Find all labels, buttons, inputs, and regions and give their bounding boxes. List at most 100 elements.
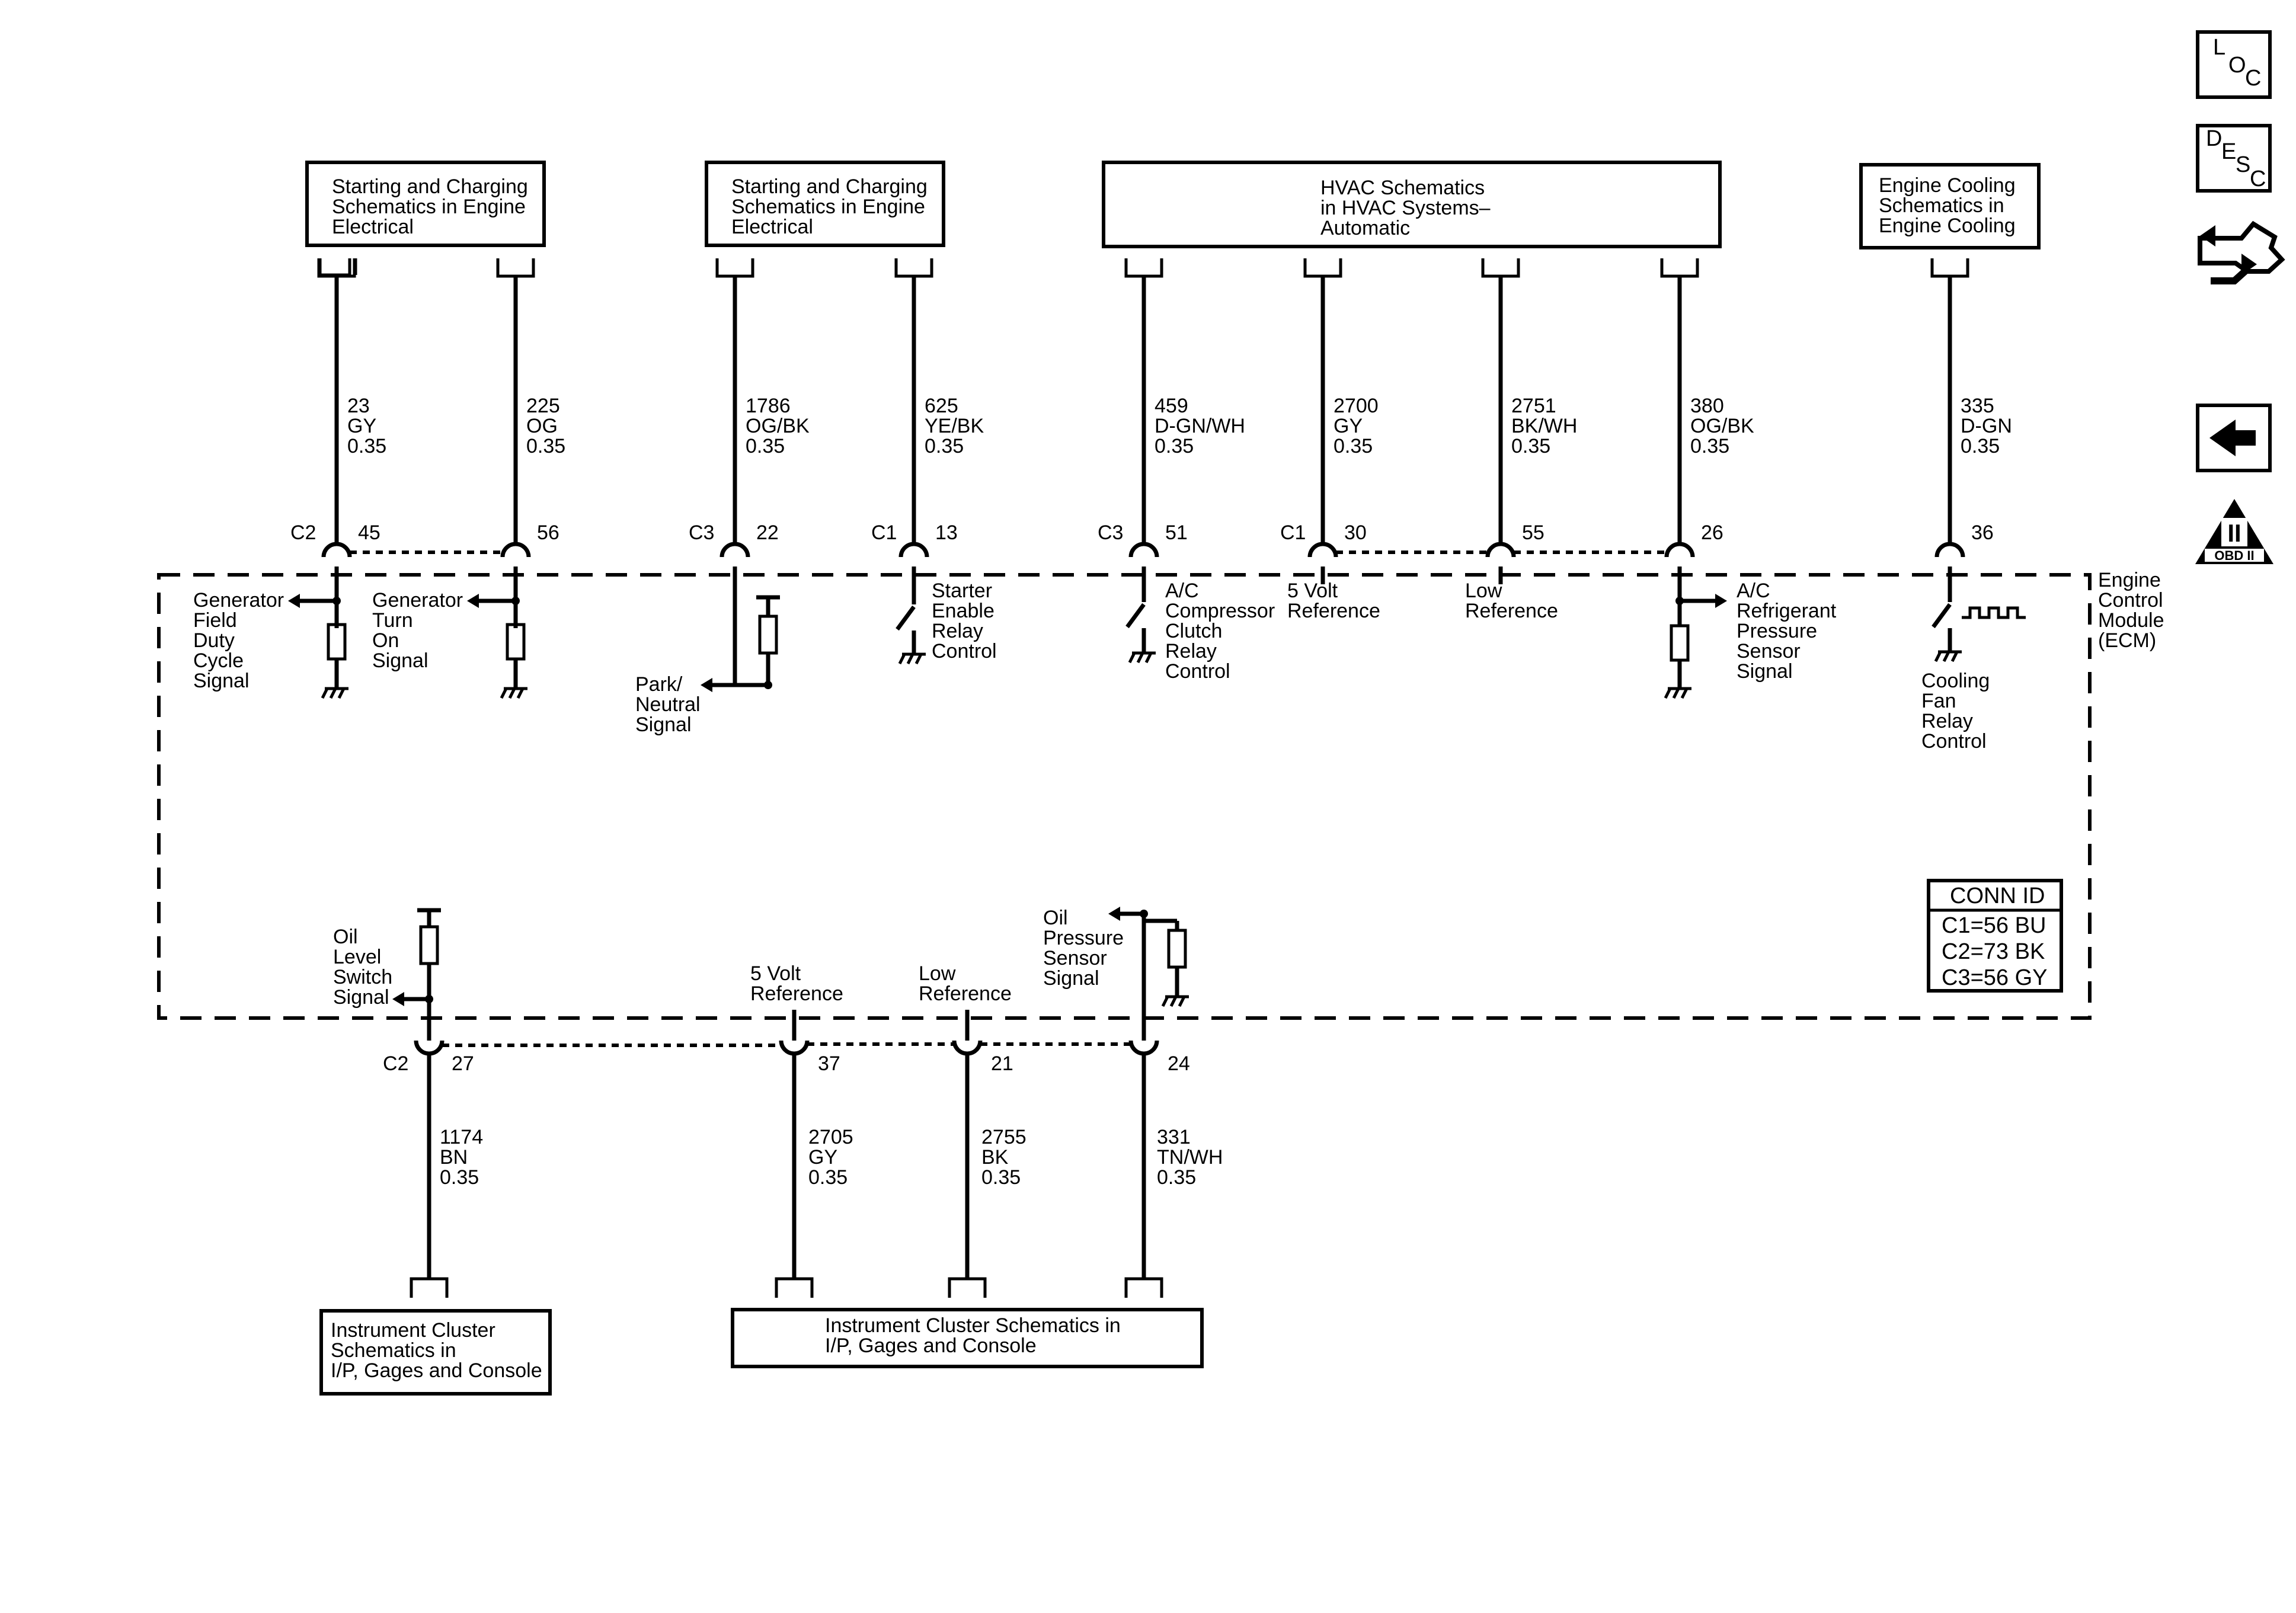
circuit-cooling-fan-relay: Cooling Fan Relay Control [1921,567,2026,753]
svg-text:625: 625 [925,395,958,417]
svg-text:Cooling: Cooling [1921,670,1990,692]
svg-text:55: 55 [1522,521,1544,544]
box-starting-charging-2[interactable]: Starting and Charging Schematics in Engi… [705,161,945,247]
svg-text:26: 26 [1701,521,1723,544]
svg-text:1174: 1174 [440,1126,483,1148]
svg-text:Clutch: Clutch [1165,620,1222,642]
svg-text:C3: C3 [1098,521,1123,544]
svg-text:0.35: 0.35 [1511,435,1550,457]
svg-text:2705: 2705 [808,1126,853,1148]
obd-ii-icon[interactable]: II OBD II [2195,499,2273,564]
svg-text:Signal: Signal [1043,967,1099,990]
svg-text:C1=56 BU: C1=56 BU [1942,913,2046,938]
circuit-ac-compressor-relay: A/C Compressor Clutch Relay Control [1125,567,1275,683]
svg-text:21: 21 [991,1052,1013,1075]
svg-text:51: 51 [1165,521,1188,544]
box-line: Instrument Cluster Schematics in [825,1314,1121,1337]
svg-text:Signal: Signal [372,649,428,672]
box-engine-cooling[interactable]: Engine Cooling Schematics in Engine Cool… [1859,163,2041,249]
desc-icon[interactable]: D E S C [2196,124,2272,193]
svg-text:459: 459 [1155,395,1188,417]
svg-text:56: 56 [537,521,559,544]
svg-text:Sensor: Sensor [1043,947,1107,969]
svg-text:Signal: Signal [333,986,389,1009]
wire-label-380: 380 OG/BK 0.35 [1690,395,1754,457]
svg-text:Sensor: Sensor [1737,640,1801,663]
svg-text:Level: Level [333,946,381,968]
svg-text:2700: 2700 [1334,395,1379,417]
svg-text:Oil: Oil [1043,907,1068,929]
bottom-wires [427,1055,1146,1279]
svg-text:0.35: 0.35 [1334,435,1373,457]
ecm-module-boundary [157,573,2092,1020]
svg-text:Fan: Fan [1921,690,1956,712]
wire-label-2755: 2755 BK 0.35 [981,1126,1027,1189]
svg-text:(ECM): (ECM) [2098,629,2156,652]
box-line: Starting and Charging [731,175,928,198]
svg-text:OG/BK: OG/BK [746,415,810,437]
svg-text:45: 45 [358,521,380,544]
svg-text:GY: GY [808,1146,837,1169]
back-arrow-icon[interactable] [2196,404,2272,472]
circuit-oil-pressure-sensor: Oil Pressure Sensor Signal [1043,907,1189,1041]
svg-text:A/C: A/C [1165,580,1199,602]
svg-text:Reference: Reference [1465,600,1558,622]
bottom-connector-labels: C2 27 37 21 24 [383,1052,1190,1075]
svg-text:C1: C1 [871,521,897,544]
wrench-connector-icon[interactable] [2198,220,2285,284]
svg-text:Control: Control [1921,730,1987,753]
svg-text:0.35: 0.35 [981,1166,1021,1189]
box-line: Engine Cooling [1879,174,2016,197]
box-instrument-cluster-2[interactable]: Instrument Cluster Schematics in I/P, Ga… [731,1308,1204,1368]
svg-text:Engine: Engine [2098,569,2161,591]
box-line: Electrical [731,216,813,238]
svg-text:0.35: 0.35 [526,435,565,457]
box-line: Starting and Charging [332,175,528,198]
svg-text:O: O [2228,53,2246,78]
box-line: Engine Cooling [1879,215,2016,237]
svg-text:Module: Module [2098,609,2164,632]
svg-text:On: On [372,629,399,652]
wire-label-625: 625 YE/BK 0.35 [925,395,984,457]
svg-text:Pressure: Pressure [1737,620,1817,642]
svg-text:Enable: Enable [932,600,994,622]
box-line: Schematics in Engine [332,196,526,218]
svg-text:Relay: Relay [932,620,983,642]
svg-text:0.35: 0.35 [347,435,386,457]
top-box-connector-tabs [317,258,1969,278]
box-starting-charging-1[interactable]: Starting and Charging Schematics in Engi… [305,161,546,247]
svg-text:TN/WH: TN/WH [1157,1146,1223,1169]
svg-text:Park/: Park/ [635,673,683,696]
box-line: HVAC Schematics [1320,177,1485,199]
svg-text:C2: C2 [383,1052,408,1075]
loc-icon[interactable]: L O C [2196,30,2272,99]
wire-label-331: 331 TN/WH 0.35 [1157,1126,1223,1189]
wire-label-1786: 1786 OG/BK 0.35 [746,395,810,457]
wire-label-1174: 1174 BN 0.35 [440,1126,483,1189]
svg-text:Reference: Reference [919,982,1012,1005]
wire-label-2700: 2700 GY 0.35 [1334,395,1379,457]
svg-text:0.35: 0.35 [1961,435,2000,457]
svg-text:Low: Low [1465,580,1502,602]
svg-text:0.35: 0.35 [746,435,785,457]
svg-text:C: C [2250,167,2266,191]
svg-text:2751: 2751 [1511,395,1556,417]
box-line: Schematics in Engine [731,196,925,218]
svg-text:Generator: Generator [193,589,284,612]
box-line: in HVAC Systems– [1320,197,1491,219]
box-hvac-schematics[interactable]: HVAC Schematics in HVAC Systems– Automat… [1102,161,1722,248]
circuit-5v-reference-top: 5 Volt Reference [1287,567,1380,622]
svg-text:D-GN: D-GN [1961,415,2012,437]
box-instrument-cluster-1[interactable]: Instrument Cluster Schematics in I/P, Ga… [319,1309,552,1396]
top-wires [334,276,1952,545]
svg-text:GY: GY [1334,415,1363,437]
box-line: Automatic [1320,217,1410,239]
svg-text:Control: Control [932,640,997,663]
svg-text:331: 331 [1157,1126,1191,1148]
svg-text:OG: OG [526,415,558,437]
svg-text:0.35: 0.35 [1155,435,1194,457]
svg-text:Control: Control [1165,660,1230,683]
top-connector-labels: C2 45 56 C3 22 C1 13 C3 51 C1 30 55 26 3… [290,521,1994,544]
